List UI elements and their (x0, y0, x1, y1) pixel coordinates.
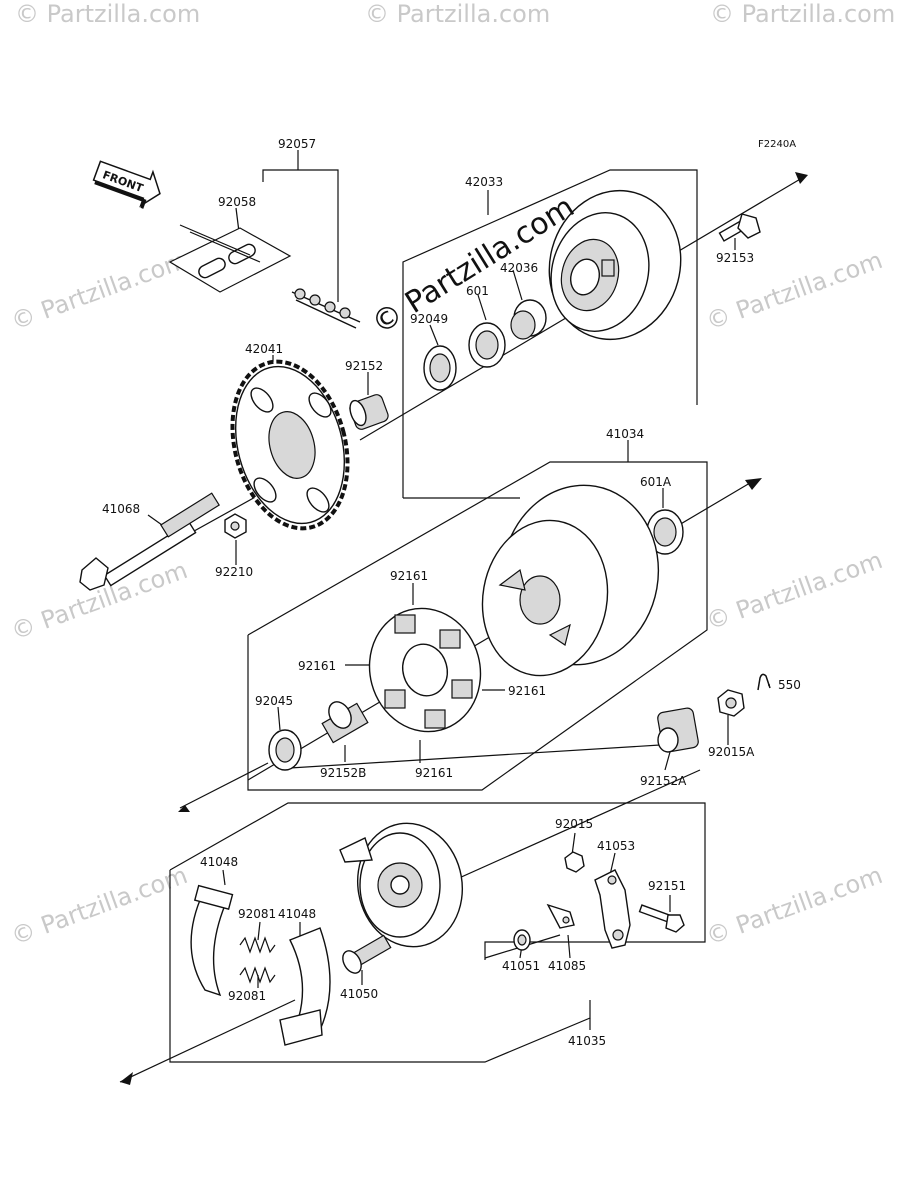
master-link-kit (168, 224, 292, 293)
label-92152: 92152 (345, 359, 383, 373)
brake-cam (342, 934, 392, 974)
label-92015: 92015 (555, 817, 593, 831)
label-92045: 92045 (255, 694, 293, 708)
label-92015A: 92015A (708, 745, 755, 759)
brake-arm-bolt (638, 904, 685, 933)
label-92057: 92057 (278, 137, 316, 151)
seal-41051 (513, 929, 531, 951)
watermark: © Partzilla.com (702, 861, 886, 951)
diagram-code: F2240A (758, 139, 796, 150)
axle-nut (717, 689, 745, 717)
rear-sprocket (230, 359, 350, 531)
drive-chain (291, 288, 361, 329)
brake-spring-upper (239, 936, 276, 954)
rear-axle (79, 492, 220, 591)
sprocket-hub (548, 189, 682, 341)
brake-arm (594, 869, 631, 949)
label-92210: 92210 (215, 565, 253, 579)
label-41053: 41053 (597, 839, 635, 853)
front-arrow-icon: FRONT (92, 160, 161, 209)
collar-92152 (349, 394, 389, 430)
label-92161: 92161 (415, 766, 453, 780)
watermark: © Partzilla.com (710, 0, 895, 28)
brake-shoe-right (279, 927, 331, 1046)
label-41048: 41048 (278, 907, 316, 921)
wheel-damper (368, 607, 482, 733)
label-92152B: 92152B (320, 766, 366, 780)
label-42033: 42033 (465, 175, 503, 189)
label-92058: 92058 (218, 195, 256, 209)
hub-bolt (718, 213, 761, 242)
label-601A: 601A (640, 475, 672, 489)
label-550: 550 (778, 678, 801, 692)
brake-spring-lower (239, 966, 276, 984)
label-41035: 41035 (568, 1034, 606, 1048)
label-41034: 41034 (606, 427, 644, 441)
bearing-601 (468, 322, 506, 368)
label-41050: 41050 (340, 987, 378, 1001)
collar-92152A (657, 707, 699, 753)
bearing-92045 (268, 729, 302, 771)
group-brackets (169, 150, 708, 1063)
label-601: 601 (466, 284, 489, 298)
collar-92152B (321, 701, 369, 744)
oil-seal-92049 (423, 345, 457, 391)
label-92161: 92161 (508, 684, 546, 698)
label-41085: 41085 (548, 959, 586, 973)
hub-collar (510, 299, 547, 340)
label-92161: 92161 (390, 569, 428, 583)
label-92081: 92081 (238, 907, 276, 921)
brake-panel (339, 822, 464, 948)
watermark: © Partzilla.com (365, 0, 550, 28)
label-42041: 42041 (245, 342, 283, 356)
watermark: © Partzilla.com (702, 546, 886, 636)
watermark: © Partzilla.com (7, 861, 191, 951)
part-labels: 92057 92058 42033 42036 601 92049 92153 … (102, 137, 801, 1048)
wear-indicator (546, 903, 575, 929)
watermark: © Partzilla.com (15, 0, 200, 28)
brake-shoe-left (190, 884, 234, 997)
label-92049: 92049 (410, 312, 448, 326)
bearing-601A (646, 509, 684, 555)
label-42036: 42036 (500, 261, 538, 275)
label-92152A: 92152A (640, 774, 687, 788)
label-92081: 92081 (228, 989, 266, 1003)
cotter-pin (757, 673, 771, 691)
label-92151: 92151 (648, 879, 686, 893)
nut-92015 (564, 851, 585, 873)
label-41051: 41051 (502, 959, 540, 973)
nut-92210 (224, 513, 247, 539)
label-41048: 41048 (200, 855, 238, 869)
watermark: © Partzilla.com (7, 246, 191, 336)
label-92153: 92153 (716, 251, 754, 265)
partzilla-watermark: © Partzilla.com (366, 189, 581, 341)
wheel-hub (481, 484, 660, 677)
label-92161: 92161 (298, 659, 336, 673)
label-41068: 41068 (102, 502, 140, 516)
